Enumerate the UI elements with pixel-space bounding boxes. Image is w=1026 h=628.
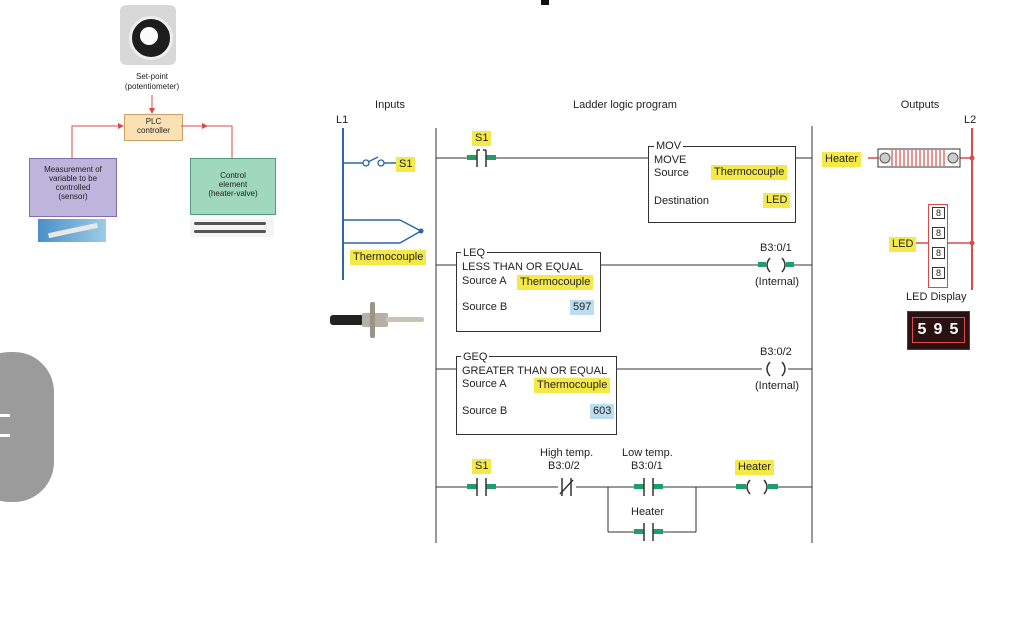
display-digit-1: 5 [917,321,927,338]
geq-title: GEQ [461,351,490,364]
control-element-box: Control element (heater-valve) [190,158,276,215]
sensor-image [38,219,106,242]
contact-s1-rung1 [467,149,496,167]
display-digit-2: 9 [933,321,943,338]
plc-label-line1: PLC [145,117,162,126]
control-loop-arrows [71,95,233,158]
geq-source-b-label: Source B [462,405,508,417]
mov-dest-value: LED [763,193,791,208]
output-led-label: LED [889,237,917,252]
led-display-label: LED Display [906,291,967,303]
leq-title: LEQ [461,247,488,260]
leq-source-a-value: Thermocouple [517,275,594,290]
contact-high-temp-nc [559,478,574,496]
rung4-branch-label: Heater [631,506,665,518]
leq-source-b-label: Source B [462,301,508,313]
rail-l1-label: L1 [336,114,349,126]
rung4-low-addr: B3:0/1 [631,460,663,472]
control-line-2: element [218,180,248,189]
rung4-s1-label: S1 [472,459,492,474]
rail-l2-label: L2 [964,114,977,126]
led-digit-stack: 8 8 8 8 [928,204,948,288]
mov-source-label: Source [654,167,689,179]
contact-low-temp [634,478,663,496]
mov-source-value: Thermocouple [711,165,788,180]
rung4-coil-label: Heater [735,460,775,475]
plc-label-line2: controller [137,126,170,135]
geq-source-a-value: Thermocouple [534,378,611,393]
geq-source-b-value: 603 [590,404,615,419]
led-digit-1: 8 [932,207,945,220]
geq-block: GEQ GREATER THAN OR EQUAL Source A Therm… [456,351,617,435]
coil-b3-0-1 [758,257,794,273]
control-line-1: Control [220,171,246,180]
measure-line-1: Measurement of [44,165,102,174]
plc-controller-box: PLC controller [124,114,183,141]
coil-heater [736,479,778,495]
setpoint-label: Set-point [135,72,169,81]
rung1-s1-label: S1 [472,131,492,146]
geq-name: GREATER THAN OR EQUAL [462,365,608,377]
control-line-3: (heater-valve) [208,189,258,198]
led-digit-3: 8 [932,247,945,260]
contact-s1-rung4 [467,478,496,496]
leq-source-b-value: 597 [570,300,595,315]
mov-dest-label: Destination [654,195,710,207]
heater-coil-symbol [891,150,945,166]
thermocouple-probe-image [330,300,426,340]
output-heater-label: Heater [822,152,862,167]
coil-b3-0-2 [766,361,786,377]
measure-line-3: controlled [55,183,91,192]
rung2-coil-address: B3:0/1 [760,242,792,254]
led-digit-2: 8 [932,227,945,240]
led-display-panel: 5 9 5 [907,311,970,350]
mov-block: MOV MOVE Source Thermocouple Destination… [648,140,796,223]
heater-element-image [190,219,274,237]
rung4-low-label: Low temp. [622,447,673,459]
contact-heater-branch [634,523,663,541]
rung4-high-addr: B3:0/2 [548,460,580,472]
header-program: Ladder logic program [573,99,677,111]
header-inputs: Inputs [375,99,405,111]
led-digit-4: 8 [932,267,945,280]
side-scroll-handle[interactable] [0,352,54,502]
mov-title: MOV [654,140,684,153]
mov-name: MOVE [654,154,687,166]
rung4-high-label: High temp. [540,447,594,459]
measurement-box: Measurement of variable to be controlled… [29,158,117,217]
leq-name: LESS THAN OR EQUAL [462,261,583,273]
leq-source-a-label: Source A [462,275,507,287]
measure-line-4: (sensor) [58,192,88,201]
input-s1-label: S1 [396,157,416,172]
measure-line-2: variable to be [48,174,98,183]
header-outputs: Outputs [900,99,940,111]
leq-block: LEQ LESS THAN OR EQUAL Source A Thermoco… [456,247,601,332]
setpoint-sublabel: (potentiometer) [124,82,180,91]
display-digit-3: 5 [949,321,959,338]
input-thermocouple-label: Thermocouple [350,250,427,265]
geq-source-a-label: Source A [462,378,507,390]
potentiometer-image [120,5,176,65]
top-mark [541,0,549,5]
rung2-coil-note: (Internal) [755,276,800,288]
rung3-coil-address: B3:0/2 [760,346,792,358]
rung3-coil-note: (Internal) [755,380,800,392]
